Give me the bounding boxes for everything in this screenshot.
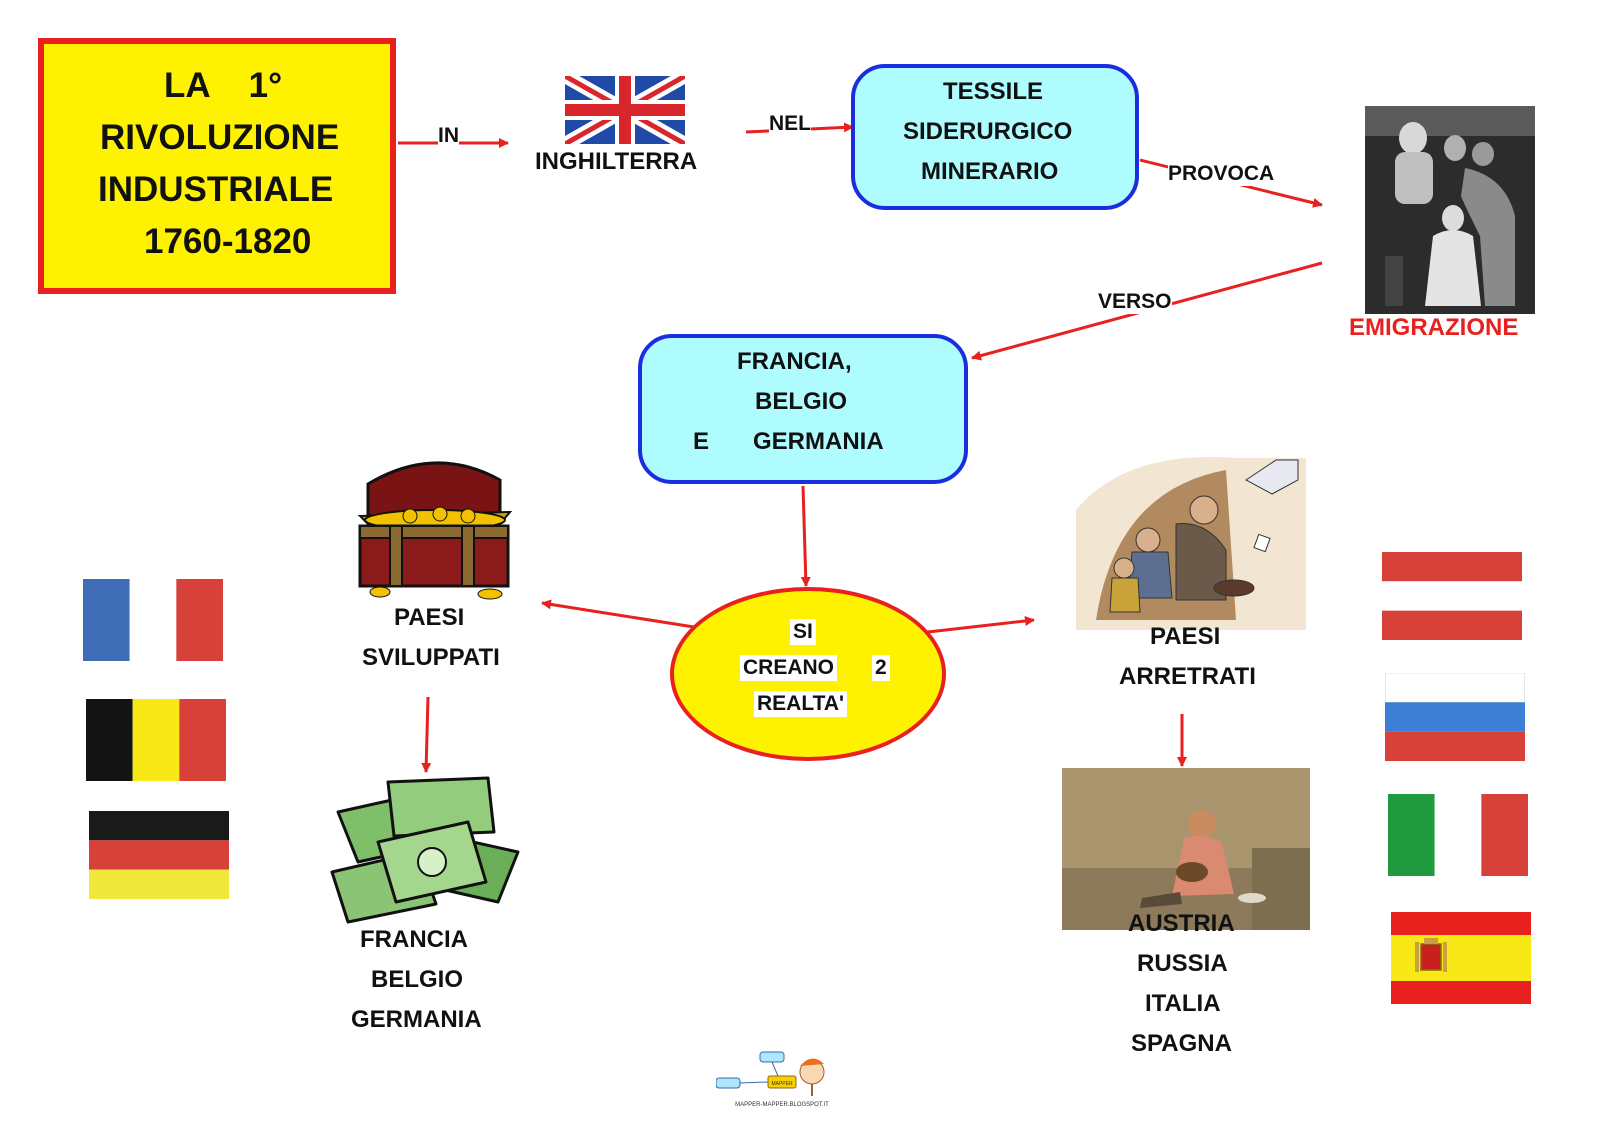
arretrati-list-4: SPAGNA [1131,1030,1232,1057]
austria-flag-icon [1382,552,1522,640]
industry-line-2: SIDERURGICO [903,118,1073,145]
mapper-logo-icon: MAPPER MAPPER-MAPPER.BLOGSPOT.IT [716,1051,829,1108]
emigrants-photo-icon [1365,106,1535,314]
edge-label-nel: NEL [769,112,811,136]
poor-family-icon [1076,450,1306,630]
france-flag-icon [83,579,223,661]
sviluppati-list-1: FRANCIA [360,926,468,953]
germany-flag-icon [89,811,229,899]
node-arretrati-line-2: ARRETRATI [1119,663,1256,690]
money-icon [330,776,520,924]
realta-line-2b: 2 [872,655,890,681]
destinations-line-2: BELGIO [755,388,848,415]
treasure-chest-icon [357,461,513,600]
spain-flag-icon [1391,912,1531,1004]
destinations-line-1: FRANCIA, [737,348,852,375]
title-line-4: 1760-1820 [144,222,312,261]
sviluppati-list-2: BELGIO [371,966,464,993]
node-emigrazione: EMIGRAZIONE [1349,314,1519,341]
arretrati-list-1: AUSTRIA [1128,910,1235,937]
arretrati-list-2: RUSSIA [1137,950,1228,977]
arrow-to-sviluppati [541,599,695,629]
realta-line-2a: CREANO [740,655,838,681]
industry-box: TESSILE SIDERURGICO MINERARIO [851,64,1139,210]
realta-line-3: REALTA' [754,691,848,717]
node-sviluppati-line-1: PAESI [394,604,465,631]
destinations-line-3b: GERMANIA [753,428,884,455]
uk-flag-icon [565,76,685,144]
destinations-line-3a: E [693,428,710,455]
poor-child-icon [1062,768,1310,930]
russia-flag-icon [1385,673,1525,761]
sviluppati-list-3: GERMANIA [351,1006,482,1033]
realta-line-1: SI [790,619,816,645]
node-sviluppati-line-2: SVILUPPATI [362,644,500,671]
industry-line-3: MINERARIO [921,158,1059,185]
mapper-logo-text: MAPPER-MAPPER.BLOGSPOT.IT [735,1102,829,1108]
mapper-logo-badge: MAPPER [771,1081,793,1087]
title-line-3: INDUSTRIALE [98,170,334,209]
belgium-flag-icon [86,699,226,781]
arretrati-list-3: ITALIA [1145,990,1221,1017]
arrow-to-realta [800,485,811,587]
edge-label-provoca: PROVOCA [1168,162,1275,186]
node-inghilterra: INGHILTERRA [535,148,698,175]
arrow-to-arretrati [927,616,1035,634]
arrow-sviluppati-down [421,696,432,773]
destinations-box: FRANCIA, BELGIO E GERMANIA [638,334,968,484]
realta-ellipse: SI CREANO 2 REALTA' [670,587,946,761]
node-arretrati-line-1: PAESI [1150,623,1221,650]
edge-label-verso: VERSO [1098,290,1172,314]
italy-flag-icon [1388,794,1528,876]
edge-label-in: IN [438,124,459,148]
title-line-2: RIVOLUZIONE [100,118,340,157]
industry-line-1: TESSILE [943,78,1044,105]
